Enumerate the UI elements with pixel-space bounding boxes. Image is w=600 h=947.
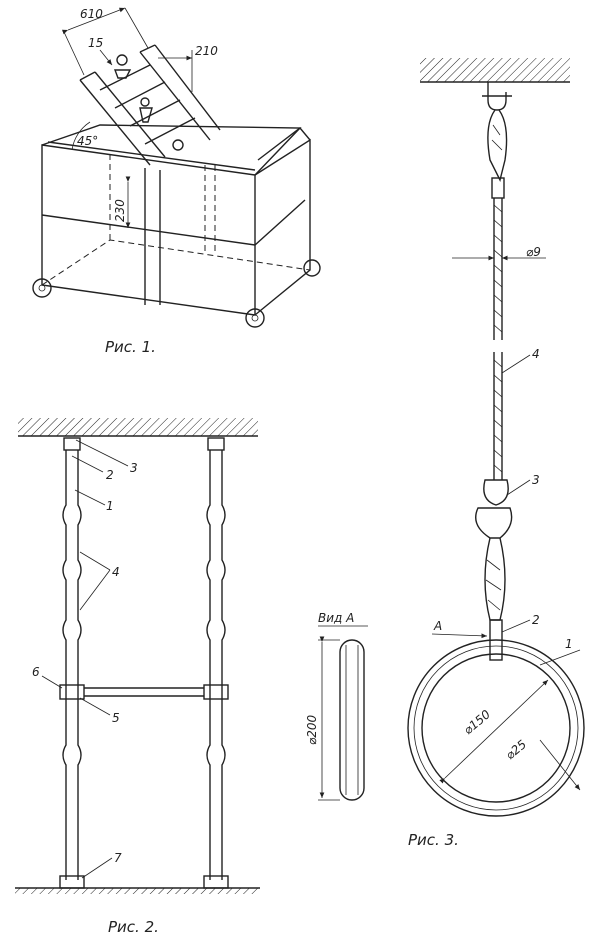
fig3-label-2: 2 xyxy=(532,613,540,627)
view-a-diameter: ⌀200 xyxy=(305,715,319,745)
toy-figure-icon xyxy=(116,54,128,66)
view-a: Вид А ⌀200 xyxy=(305,611,368,801)
gym-ring xyxy=(407,639,585,817)
fig2-label-5: 5 xyxy=(112,711,120,725)
fig2-label-3: 3 xyxy=(130,461,138,475)
fig2-label-4: 4 xyxy=(112,565,120,579)
view-arrow-label: А xyxy=(433,619,442,633)
ladder xyxy=(79,44,221,166)
fig2-label-1: 1 xyxy=(106,499,114,513)
figure-2: 1 2 3 4 5 6 7 Рис. 2. xyxy=(15,418,260,936)
dim-15-label: 15 xyxy=(88,36,103,50)
ring-section-diameter-label: ⌀25 xyxy=(503,737,529,762)
fig2-label-7: 7 xyxy=(114,851,122,865)
figure-1: 610 210 15 230 45° Рис. 1. xyxy=(32,7,321,356)
fig3-label-4: 4 xyxy=(532,347,540,361)
rope-diameter-label: ⌀9 xyxy=(526,245,541,259)
figure-3: ⌀9 ⌀150 ⌀25 А 1 2 3 4 Рис. 3. xyxy=(407,58,585,849)
fig3-label-3: 3 xyxy=(532,473,540,487)
fig1-caption: Рис. 1. xyxy=(105,338,156,356)
dim-210-label: 210 xyxy=(195,44,218,58)
fig2-label-2: 2 xyxy=(106,468,114,482)
fig3-label-1: 1 xyxy=(565,637,573,651)
dim-610-label: 610 xyxy=(80,7,103,21)
angle-label: 45° xyxy=(77,134,98,148)
ring-inner-diameter-label: ⌀150 xyxy=(461,707,493,737)
fig2-label-6: 6 xyxy=(32,665,40,679)
view-a-title: Вид А xyxy=(318,611,354,625)
dim-230-label: 230 xyxy=(113,199,127,222)
fig2-caption: Рис. 2. xyxy=(108,918,159,936)
bird-figure-icon xyxy=(140,97,150,107)
fig3-caption: Рис. 3. xyxy=(408,831,459,849)
